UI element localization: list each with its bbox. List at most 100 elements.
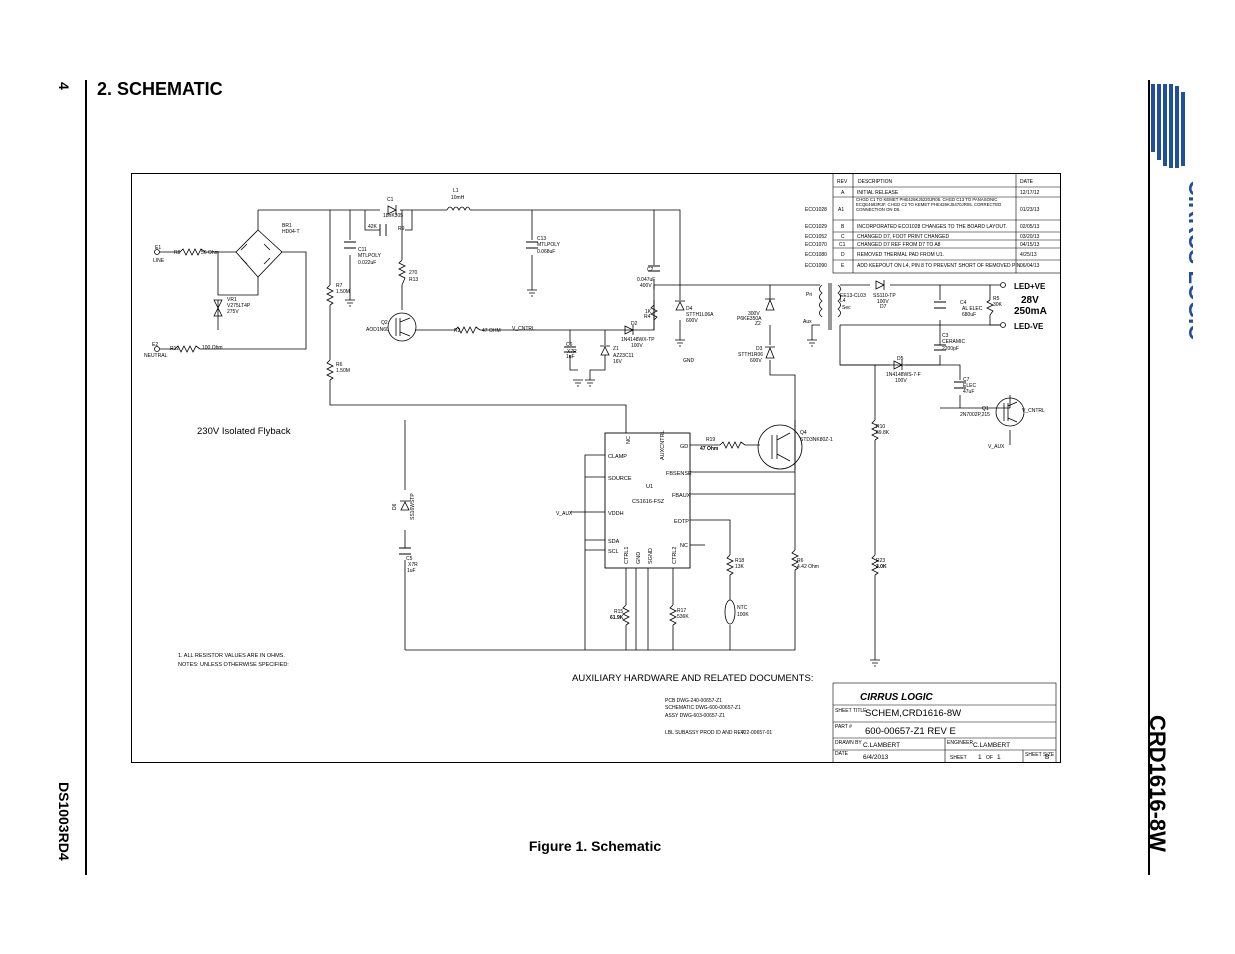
date-row-5: 4/25/13 — [1020, 252, 1037, 258]
date-row-3: 03/20/13 — [1020, 234, 1040, 240]
desc-row-5: REMOVED THERMAL PAD FROM U1. — [857, 252, 944, 258]
desc-row-4: CHANGED D7 REF FROM D7 TO A8 — [857, 242, 941, 248]
lbl-d4: D4 — [686, 306, 693, 312]
date-label: DATE — [835, 751, 849, 757]
date-row-2: 02/05/13 — [1020, 224, 1040, 230]
lbl-z2v2: 300V — [748, 311, 760, 317]
lbl-c6: C6 — [566, 342, 573, 348]
aux-title: AUXILIARY HARDWARE AND RELATED DOCUMENTS… — [572, 673, 813, 684]
ic-pin-sgnd: SGND — [648, 548, 654, 564]
lbl-r5v: 30K — [993, 302, 1003, 308]
sheet-title-label: SHEET TITLE — [835, 708, 867, 714]
ic-pin-fbsense: FBSENSE — [666, 471, 692, 477]
block-label: 230V Isolated Flyback — [197, 426, 291, 437]
ic-u1-body — [604, 432, 691, 569]
lbl-z2v: P6KE350A — [737, 316, 762, 322]
eco-row-3: ECO1052 — [805, 234, 827, 240]
note-2: NOTES: UNLESS OTHERWISE SPECIFIED: — [178, 662, 289, 668]
lbl-c3v: CERAMIC — [942, 339, 965, 345]
lbl-c13: C13 — [537, 236, 546, 242]
ic-pin-gd: GD — [680, 444, 688, 450]
lbl-ntc: NTC — [737, 605, 748, 611]
lbl-r7v: 1.50M — [336, 289, 350, 295]
ic-pin-vddh: VDDH — [608, 511, 624, 517]
lbl-l4: L4 — [840, 298, 846, 304]
rev-row-4: C1 — [839, 242, 846, 248]
lbl-d7v: SS110-TP — [873, 293, 896, 299]
lbl-c3v2: 2200pF — [942, 346, 959, 352]
lbl-aux: Aux — [803, 319, 812, 325]
ic-labels: U1 CS1616-FSZ CLAMP SOURCE VDDH SDA SCL … — [608, 430, 692, 564]
eco-row-6: ECO1090 — [805, 263, 827, 269]
eco-row-2: ECO1029 — [805, 224, 827, 230]
logo-mark — [1151, 84, 1185, 168]
transformer-l4 — [819, 283, 841, 330]
lbl-d3: D3 — [756, 346, 763, 352]
sheet: 1 — [978, 754, 982, 761]
connectors — [154, 249, 1006, 352]
lbl-z1: Z1 — [613, 346, 619, 352]
lbl-d7v2: 100V — [877, 299, 889, 305]
lbl-r13v: 270 — [409, 270, 418, 276]
title-block — [832, 682, 1057, 763]
lbl-c13v2: 0.068uF — [537, 249, 555, 255]
eco-row-4: ECO1070 — [805, 242, 827, 248]
date: 6/4/2013 — [863, 754, 889, 761]
output-current: 250mA — [1014, 306, 1047, 317]
wires — [160, 209, 1011, 660]
lbl-vaux2: V_AUX — [556, 511, 573, 517]
aux-doc-lbl: LBL SUBASSY PROD ID AND REV — [665, 730, 745, 736]
product-title: CRD1616-8W — [1145, 715, 1170, 852]
page-number: 4 — [56, 82, 72, 90]
logo-text: CIRRUS LOGIC — [1184, 180, 1193, 340]
capacitors — [344, 224, 966, 555]
ic-pin-ctrl1: CTRL1 — [624, 547, 630, 564]
lbl-r7: R7 — [336, 283, 343, 289]
lbl-r13: R13 — [409, 277, 418, 283]
lbl-d2v2: 100V — [631, 343, 643, 349]
lbl-r10: R10 — [876, 424, 885, 430]
lbl-r6b: R6 — [797, 558, 804, 564]
part-number: 600-00657-Z1 REV E — [865, 726, 956, 737]
lbl-r17: R17 — [677, 608, 686, 614]
lbl-r17v: 536K — [677, 614, 689, 620]
lbl-e2: E2 — [152, 342, 158, 348]
lbl-q2v: AOD1N60 — [366, 327, 389, 333]
lbl-d3v: STTH1R06 — [738, 352, 763, 358]
aux-doc-schematic: SCHEMATIC DWG-600-00657-Z1 — [665, 705, 741, 711]
lbl-c7: C7 — [963, 377, 970, 383]
ic-pin-top-nc: NC — [626, 436, 632, 444]
size-label: SHEET SIZE — [1025, 752, 1055, 758]
drawn-by: C.LAMBERT — [863, 742, 900, 749]
lbl-r4v: 1K — [645, 309, 652, 315]
lbl-r12v: 100 Ohm — [202, 345, 223, 351]
ic-ref: U1 — [646, 484, 653, 490]
left-rule — [85, 80, 87, 875]
lbl-d5: D5 — [897, 356, 904, 362]
aux-doc-assy: ASSY DWG-603-00657-Z1 — [665, 713, 725, 719]
lbl-r6bv: 4.42 Ohm — [797, 564, 819, 570]
rev-row-5: D — [841, 252, 845, 258]
lbl-r4: R4 — [644, 314, 651, 320]
rev-row-1: A1 — [838, 207, 844, 213]
lbl-r18v: 13K — [735, 564, 745, 570]
ic-pin-auxcntrl: AUXCNTRL — [660, 430, 666, 460]
diodes — [213, 205, 903, 511]
date-row-6: 06/04/13 — [1020, 263, 1040, 269]
part-label: PART # — [835, 724, 852, 730]
lbl-r2v: 47 OHM — [482, 328, 501, 334]
lbl-c11v: MTLPOLY — [358, 253, 382, 259]
lbl-l1v: 10mH — [451, 195, 465, 201]
lbl-c2: C2 — [647, 267, 654, 273]
lbl-q4v: STD3NK80Z-1 — [800, 437, 833, 443]
ic-pin-gnd: GND — [636, 552, 642, 564]
rev-row-6: E — [841, 263, 845, 269]
lbl-d2: D2 — [631, 321, 638, 327]
engineer-label: ENGINEER — [947, 740, 974, 746]
desc-row-1: CHGD C1 TO KEMET PHE426KJ5220JR05. CHGD … — [856, 197, 1002, 212]
revision-table-text: REV DESCRIPTION DATE A INITIAL RELEASE 1… — [805, 179, 1040, 269]
lbl-z2: Z2 — [755, 321, 761, 327]
lbl-vr1v2: 275V — [227, 309, 239, 315]
lbl-c4: C4 — [960, 300, 967, 306]
rev-row-0: A — [841, 190, 845, 196]
